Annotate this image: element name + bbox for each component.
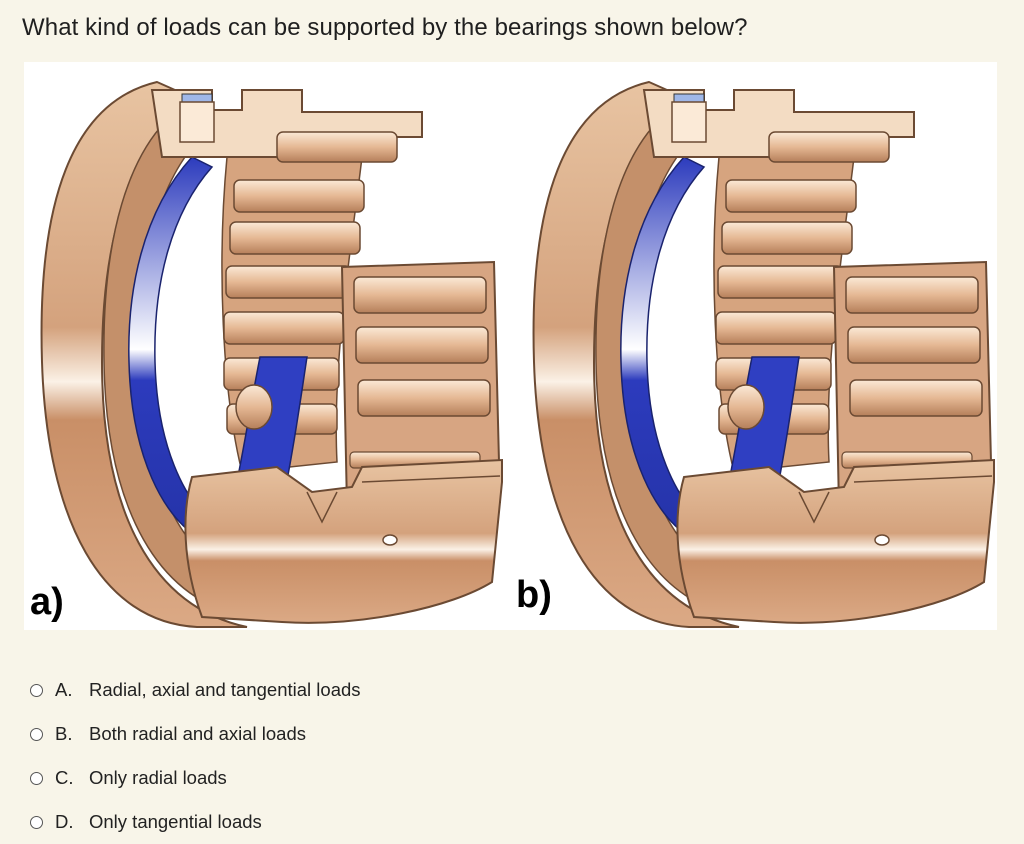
option-c[interactable]: C. Only radial loads	[30, 756, 361, 800]
option-letter: B.	[55, 723, 73, 744]
option-a[interactable]: A. Radial, axial and tangential loads	[30, 668, 361, 712]
option-text: Radial, axial and tangential loads	[89, 679, 361, 700]
radio-button-d[interactable]	[30, 815, 43, 829]
option-d[interactable]: D. Only tangential loads	[30, 800, 361, 844]
option-letter: C.	[55, 767, 74, 788]
radio-button-b[interactable]	[30, 727, 43, 741]
bearing-a-illustration	[40, 81, 503, 628]
radio-button-c[interactable]	[30, 771, 43, 785]
option-b[interactable]: B. Both radial and axial loads	[30, 712, 361, 756]
radio-button-a[interactable]	[30, 683, 43, 697]
option-letter: D.	[55, 811, 74, 832]
option-letter: A.	[55, 679, 73, 700]
question-text: What kind of loads can be supported by t…	[22, 14, 748, 41]
option-text: Both radial and axial loads	[89, 723, 307, 744]
option-text: Only tangential loads	[89, 811, 262, 832]
figure-label-b: b)	[516, 574, 552, 616]
figure-label-a: a)	[30, 581, 64, 623]
bearing-figure: a) b)	[24, 62, 997, 630]
bearing-b-illustration	[532, 81, 995, 628]
answer-options: A. Radial, axial and tangential loads B.…	[30, 668, 361, 844]
option-text: Only radial loads	[89, 767, 227, 788]
